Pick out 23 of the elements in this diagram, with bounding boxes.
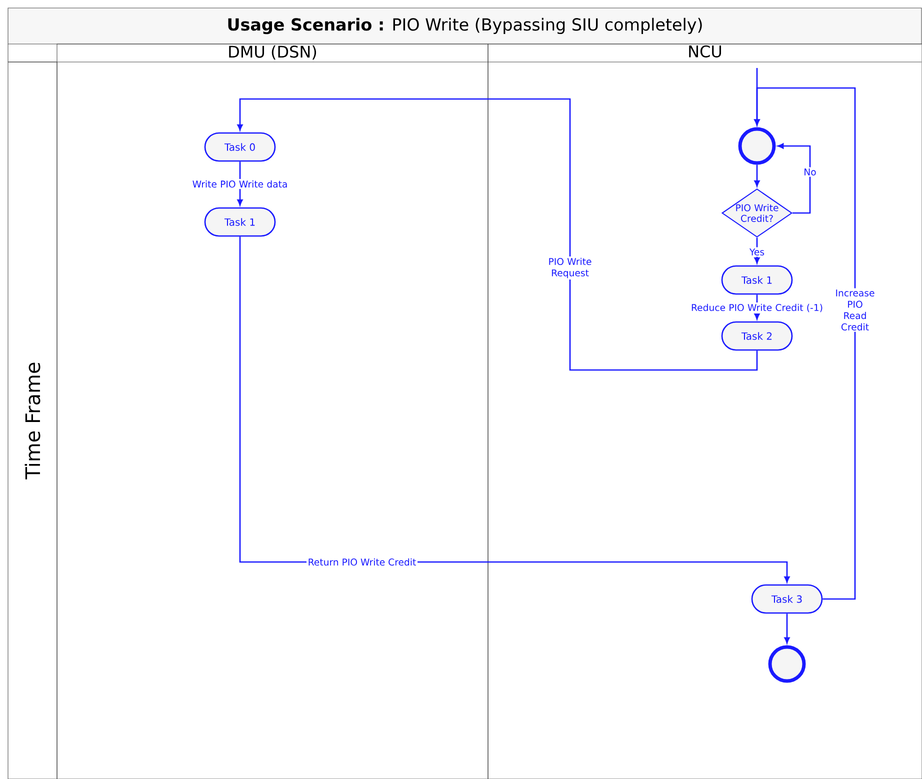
title: Usage Scenario : PIO Write (Bypassing SIU completely) [8,8,922,44]
edge-label: Yes [749,248,764,256]
arrow [754,87,856,600]
arrow [778,143,811,214]
arrow [237,162,243,206]
task-box: Task 1 [721,265,793,295]
edge-label: Reduce PIO Write Credit (-1) [692,304,822,312]
arrow [784,614,790,644]
time-frame-band: Time Frame [8,62,58,779]
task-box: Task 2 [721,321,793,351]
edge-label: Return PIO Write Credit [308,558,416,566]
arrow [754,164,760,187]
task-box: Task 1 [204,207,276,237]
edge-label: Write PIO Write data [192,180,287,188]
end-circle [768,645,806,683]
task-box: Task 0 [204,132,276,162]
edge-label: Increase PIO Read Credit [836,290,874,330]
start-circle [738,127,776,165]
arrow [237,98,758,371]
arrow [754,238,760,264]
task-box: Task 3 [751,584,823,614]
edge-label: No [804,168,816,176]
edge-label: PIO Write Request [549,258,592,278]
